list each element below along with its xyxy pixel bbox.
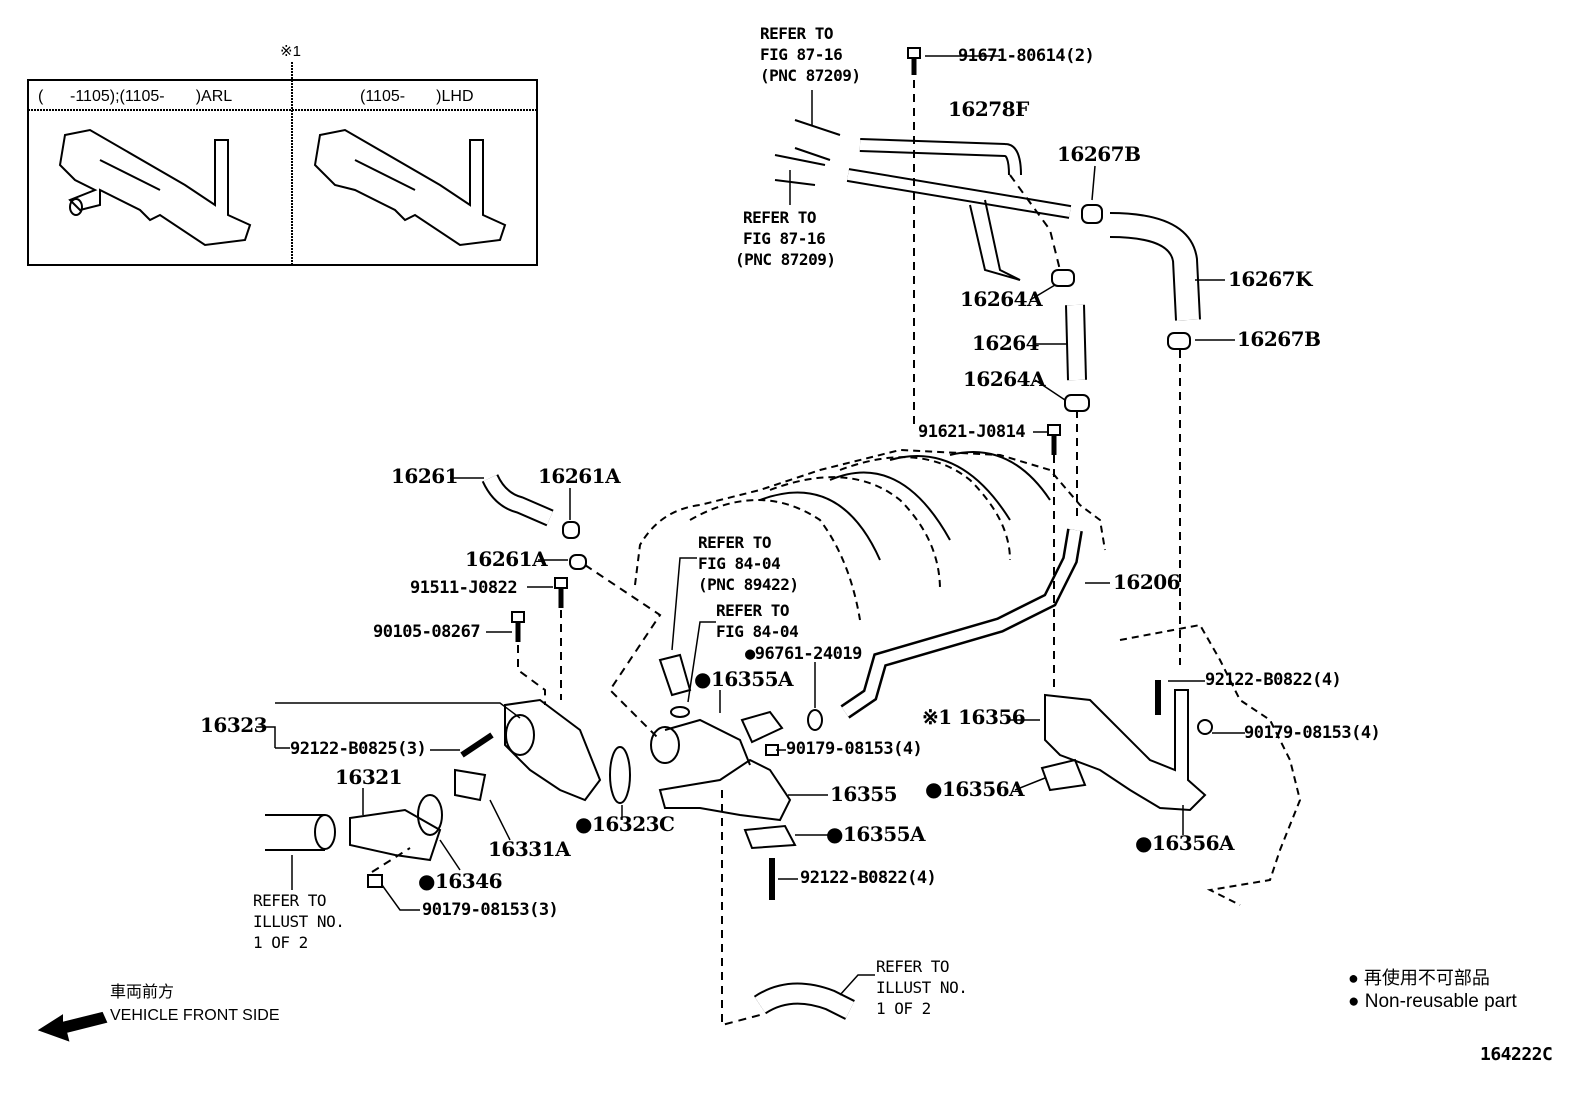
part-label-91671-80614[interactable]: 91671-80614(2) xyxy=(958,46,1095,66)
part-label-16206[interactable]: 16206 xyxy=(1113,570,1181,594)
part-label-96761-24019[interactable]: ●96761-24019 xyxy=(745,644,862,664)
ref-line: REFER TO xyxy=(743,208,817,227)
ref-line: REFER TO xyxy=(253,891,327,910)
part-label-91511-J0822[interactable]: 91511-J0822 xyxy=(410,578,518,598)
part-label-16356A-right[interactable]: ●16356A xyxy=(1135,831,1235,855)
part-label-92122-B0822-bottom[interactable]: 92122-B0822(4) xyxy=(800,868,937,888)
part-label-16323[interactable]: 16323 xyxy=(200,713,268,737)
ref-line: FIG 87-16 xyxy=(760,45,843,64)
part-label-16267B-top[interactable]: 16267B xyxy=(1057,142,1141,166)
ref-line: REFER TO xyxy=(876,957,950,976)
intake-manifold-solid xyxy=(759,451,1051,561)
vehicle-front-en: VEHICLE FRONT SIDE xyxy=(110,1007,280,1024)
part-label-16264A-top[interactable]: 16264A xyxy=(960,287,1043,311)
ref-line: 1 OF 2 xyxy=(876,999,931,1018)
part-label-16278F[interactable]: 16278F xyxy=(948,97,1029,121)
part-label-16355[interactable]: 16355 xyxy=(830,782,898,806)
ref-line: FIG 84-04 xyxy=(698,554,781,573)
water-outlet-lhd-illustration xyxy=(313,128,507,247)
intake-manifold-outline xyxy=(634,448,1302,906)
part-label-16261[interactable]: 16261 xyxy=(391,464,459,488)
ref-line: REFER TO xyxy=(698,533,772,552)
part-label-90179-08153-right[interactable]: 90179-08153(4) xyxy=(1244,723,1381,743)
inset-box xyxy=(27,62,538,266)
inset-right-header: (1105- )LHD xyxy=(360,88,474,105)
clamps xyxy=(562,204,1191,570)
part-label-16331A[interactable]: 16331A xyxy=(488,837,571,861)
pipe-16278F-drawing xyxy=(774,90,1072,281)
legend-en: ● Non-reusable part xyxy=(1348,991,1517,1012)
water-inlet-housing-drawing xyxy=(265,698,631,862)
figure-code: 164222C xyxy=(1480,1044,1553,1065)
water-outlet-arl-illustration xyxy=(58,128,252,247)
part-label-16267K[interactable]: 16267K xyxy=(1228,267,1312,291)
part-label-16356[interactable]: ※1 16356 xyxy=(922,705,1026,729)
ref-line: (PNC 87209) xyxy=(760,66,861,85)
refer-illust-left: REFER TO ILLUST NO. 1 OF 2 xyxy=(253,890,345,953)
part-label-16321[interactable]: 16321 xyxy=(335,765,403,789)
ref-line: 1 OF 2 xyxy=(253,933,308,952)
refer-illust-bottom: REFER TO ILLUST NO. 1 OF 2 xyxy=(876,956,968,1019)
part-label-16355A-bottom[interactable]: ●16355A xyxy=(826,822,926,846)
ref-line: FIG 84-04 xyxy=(716,622,799,641)
ref-line: ILLUST NO. xyxy=(876,978,968,997)
part-label-16267B-bottom[interactable]: 16267B xyxy=(1237,327,1321,351)
part-label-16346[interactable]: ●16346 xyxy=(418,869,503,893)
part-label-92122-B0822-right[interactable]: 92122-B0822(4) xyxy=(1205,670,1342,690)
ref-line: ILLUST NO. xyxy=(253,912,345,931)
ref-line: FIG 87-16 xyxy=(743,229,826,248)
ref-line: (PNC 89422) xyxy=(698,575,799,594)
part-label-16261A-top[interactable]: 16261A xyxy=(538,464,621,488)
part-label-90179-08153-left[interactable]: 90179-08153(3) xyxy=(422,900,559,920)
refer-fig-87-16-mid: REFER TO FIG 87-16 (PNC 87209) xyxy=(735,207,836,270)
part-label-16264[interactable]: 16264 xyxy=(972,331,1040,355)
part-label-90105-08267[interactable]: 90105-08267 xyxy=(373,622,481,642)
dashed-alignment-lines xyxy=(371,80,1181,1027)
refer-fig-84-04-a: REFER TO FIG 84-04 (PNC 89422) xyxy=(698,532,799,595)
part-label-92122-B0825[interactable]: 92122-B0825(3) xyxy=(290,739,427,759)
ref-line: (PNC 87209) xyxy=(735,250,836,269)
water-outlet-16355-drawing xyxy=(650,653,823,900)
part-label-16356A-left[interactable]: ●16356A xyxy=(925,777,1025,801)
arrow-left-icon xyxy=(37,1011,108,1042)
leader-lines xyxy=(256,55,1245,996)
inset-marker: ※1 xyxy=(280,43,301,60)
part-label-16355A-top[interactable]: ●16355A xyxy=(694,667,794,691)
water-outlet-16356-drawing xyxy=(1040,680,1213,812)
ref-line: REFER TO xyxy=(760,24,834,43)
legend-jp: ● 再使用不可部品 xyxy=(1348,968,1490,988)
part-label-91621-J0814[interactable]: 91621-J0814 xyxy=(918,422,1026,442)
ref-line: REFER TO xyxy=(716,601,790,620)
part-label-16264A-bottom[interactable]: 16264A xyxy=(963,367,1046,391)
inset-left-header: ( -1105);(1105- )ARL xyxy=(38,88,233,105)
part-label-16261A-bottom[interactable]: 16261A xyxy=(465,547,548,571)
refer-fig-87-16-top: REFER TO FIG 87-16 (PNC 87209) xyxy=(760,23,861,86)
part-label-16323C[interactable]: ●16323C xyxy=(575,812,675,836)
refer-fig-84-04-b: REFER TO FIG 84-04 xyxy=(716,600,799,642)
part-label-90179-08153-mid[interactable]: 90179-08153(4) xyxy=(786,739,923,759)
vehicle-front-jp: 車両前方 xyxy=(110,984,175,1001)
bolts xyxy=(367,47,1061,888)
